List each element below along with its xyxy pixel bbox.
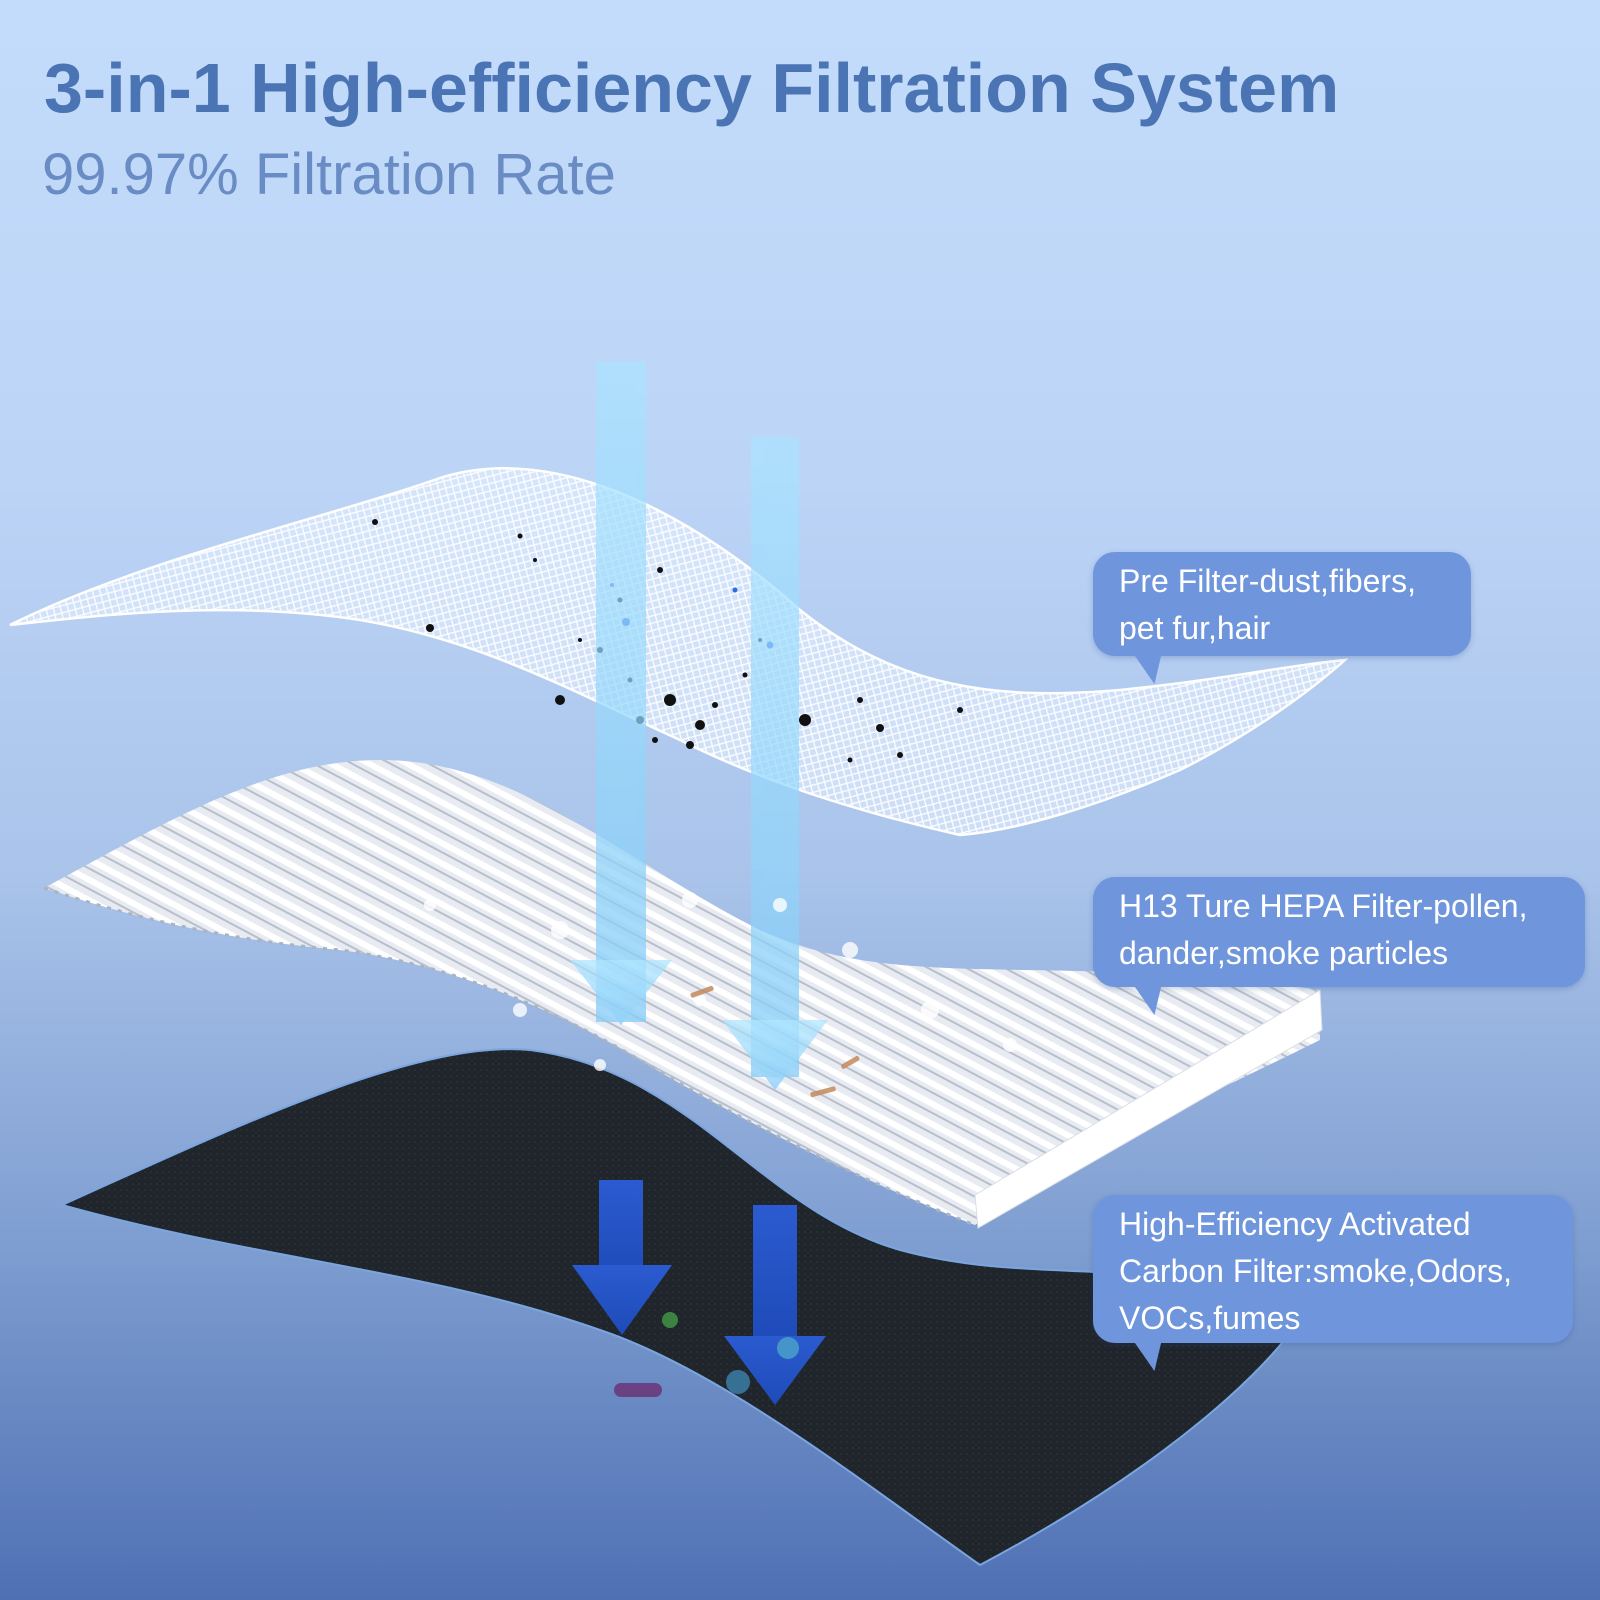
callout-text: dander,smoke particles <box>1119 935 1449 971</box>
callout-text: Carbon Filter:smoke,Odors, <box>1119 1253 1513 1289</box>
callout-text: Pre Filter-dust,fibers, <box>1119 563 1416 599</box>
down-arrow-icon <box>570 362 828 1090</box>
carbon-filter-callout: High-Efficiency Activated Carbon Filter:… <box>1093 1195 1573 1371</box>
hepa-filter-callout: H13 Ture HEPA Filter-pollen, dander,smok… <box>1093 877 1585 1015</box>
pre-filter-layer <box>9 467 1349 837</box>
pollen-particles <box>424 892 1017 1071</box>
callout-text: H13 Ture HEPA Filter-pollen, <box>1119 888 1528 924</box>
page-title: 3-in-1 High-efficiency Filtration System <box>44 49 1340 127</box>
pre-filter-callout: Pre Filter-dust,fibers, pet fur,hair <box>1093 552 1471 684</box>
callout-text: VOCs,fumes <box>1119 1300 1301 1336</box>
down-arrow-icon <box>572 1180 826 1405</box>
callout-text: High-Efficiency Activated <box>1119 1206 1471 1242</box>
callout-text: pet fur,hair <box>1119 610 1271 646</box>
voc-particles <box>614 1312 799 1397</box>
hepa-filter-layer <box>43 760 1323 1229</box>
filtration-rate-subtitle: 99.97% Filtration Rate <box>42 142 616 207</box>
